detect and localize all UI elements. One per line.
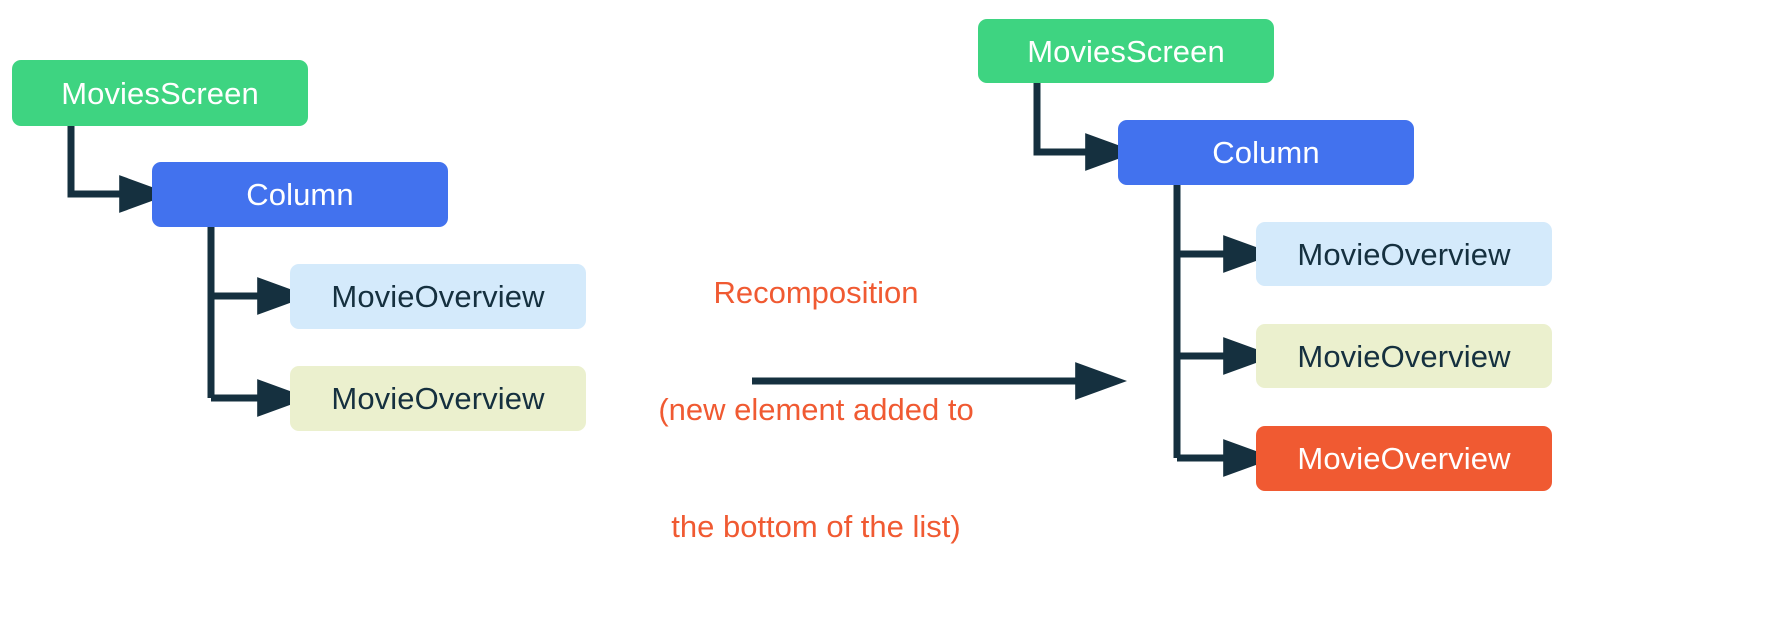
node-label: Column	[246, 177, 354, 212]
edge-moviesscreen-to-column	[67, 126, 171, 213]
after-node-column[interactable]: Column	[1118, 120, 1414, 185]
after-node-movies-screen[interactable]: MoviesScreen	[978, 19, 1274, 83]
recomposition-caption-line-2: (new element added to	[658, 392, 974, 427]
recomposition-caption-line-1: Recomposition	[713, 275, 919, 310]
node-label: MovieOverview	[1297, 441, 1511, 476]
node-label: MovieOverview	[331, 279, 545, 314]
node-label: MoviesScreen	[61, 75, 259, 111]
node-label: MovieOverview	[1297, 236, 1511, 272]
before-node-movie-overview-1[interactable]: MovieOverview	[290, 264, 586, 329]
edge-moviesscreen-to-column	[1033, 83, 1137, 171]
node-label: Column	[1212, 135, 1320, 170]
node-label: MovieOverview	[331, 381, 545, 416]
diagram-canvas: MoviesScreen Column MovieOverview MovieO…	[12, 19, 1552, 544]
after-node-movie-overview-3[interactable]: MovieOverview	[1256, 426, 1552, 491]
recomposition-caption: Recomposition (new element added to the …	[651, 195, 981, 624]
node-label: MoviesScreen	[1027, 33, 1225, 69]
recomposition-caption-line-3: the bottom of the list)	[671, 509, 961, 544]
node-label: MovieOverview	[1297, 338, 1511, 374]
before-node-movies-screen[interactable]: MoviesScreen	[12, 60, 308, 126]
before-node-column[interactable]: Column	[152, 162, 448, 227]
after-node-movie-overview-2[interactable]: MovieOverview	[1256, 324, 1552, 388]
before-node-movie-overview-2[interactable]: MovieOverview	[290, 366, 586, 431]
after-node-movie-overview-1[interactable]: MovieOverview	[1256, 222, 1552, 286]
